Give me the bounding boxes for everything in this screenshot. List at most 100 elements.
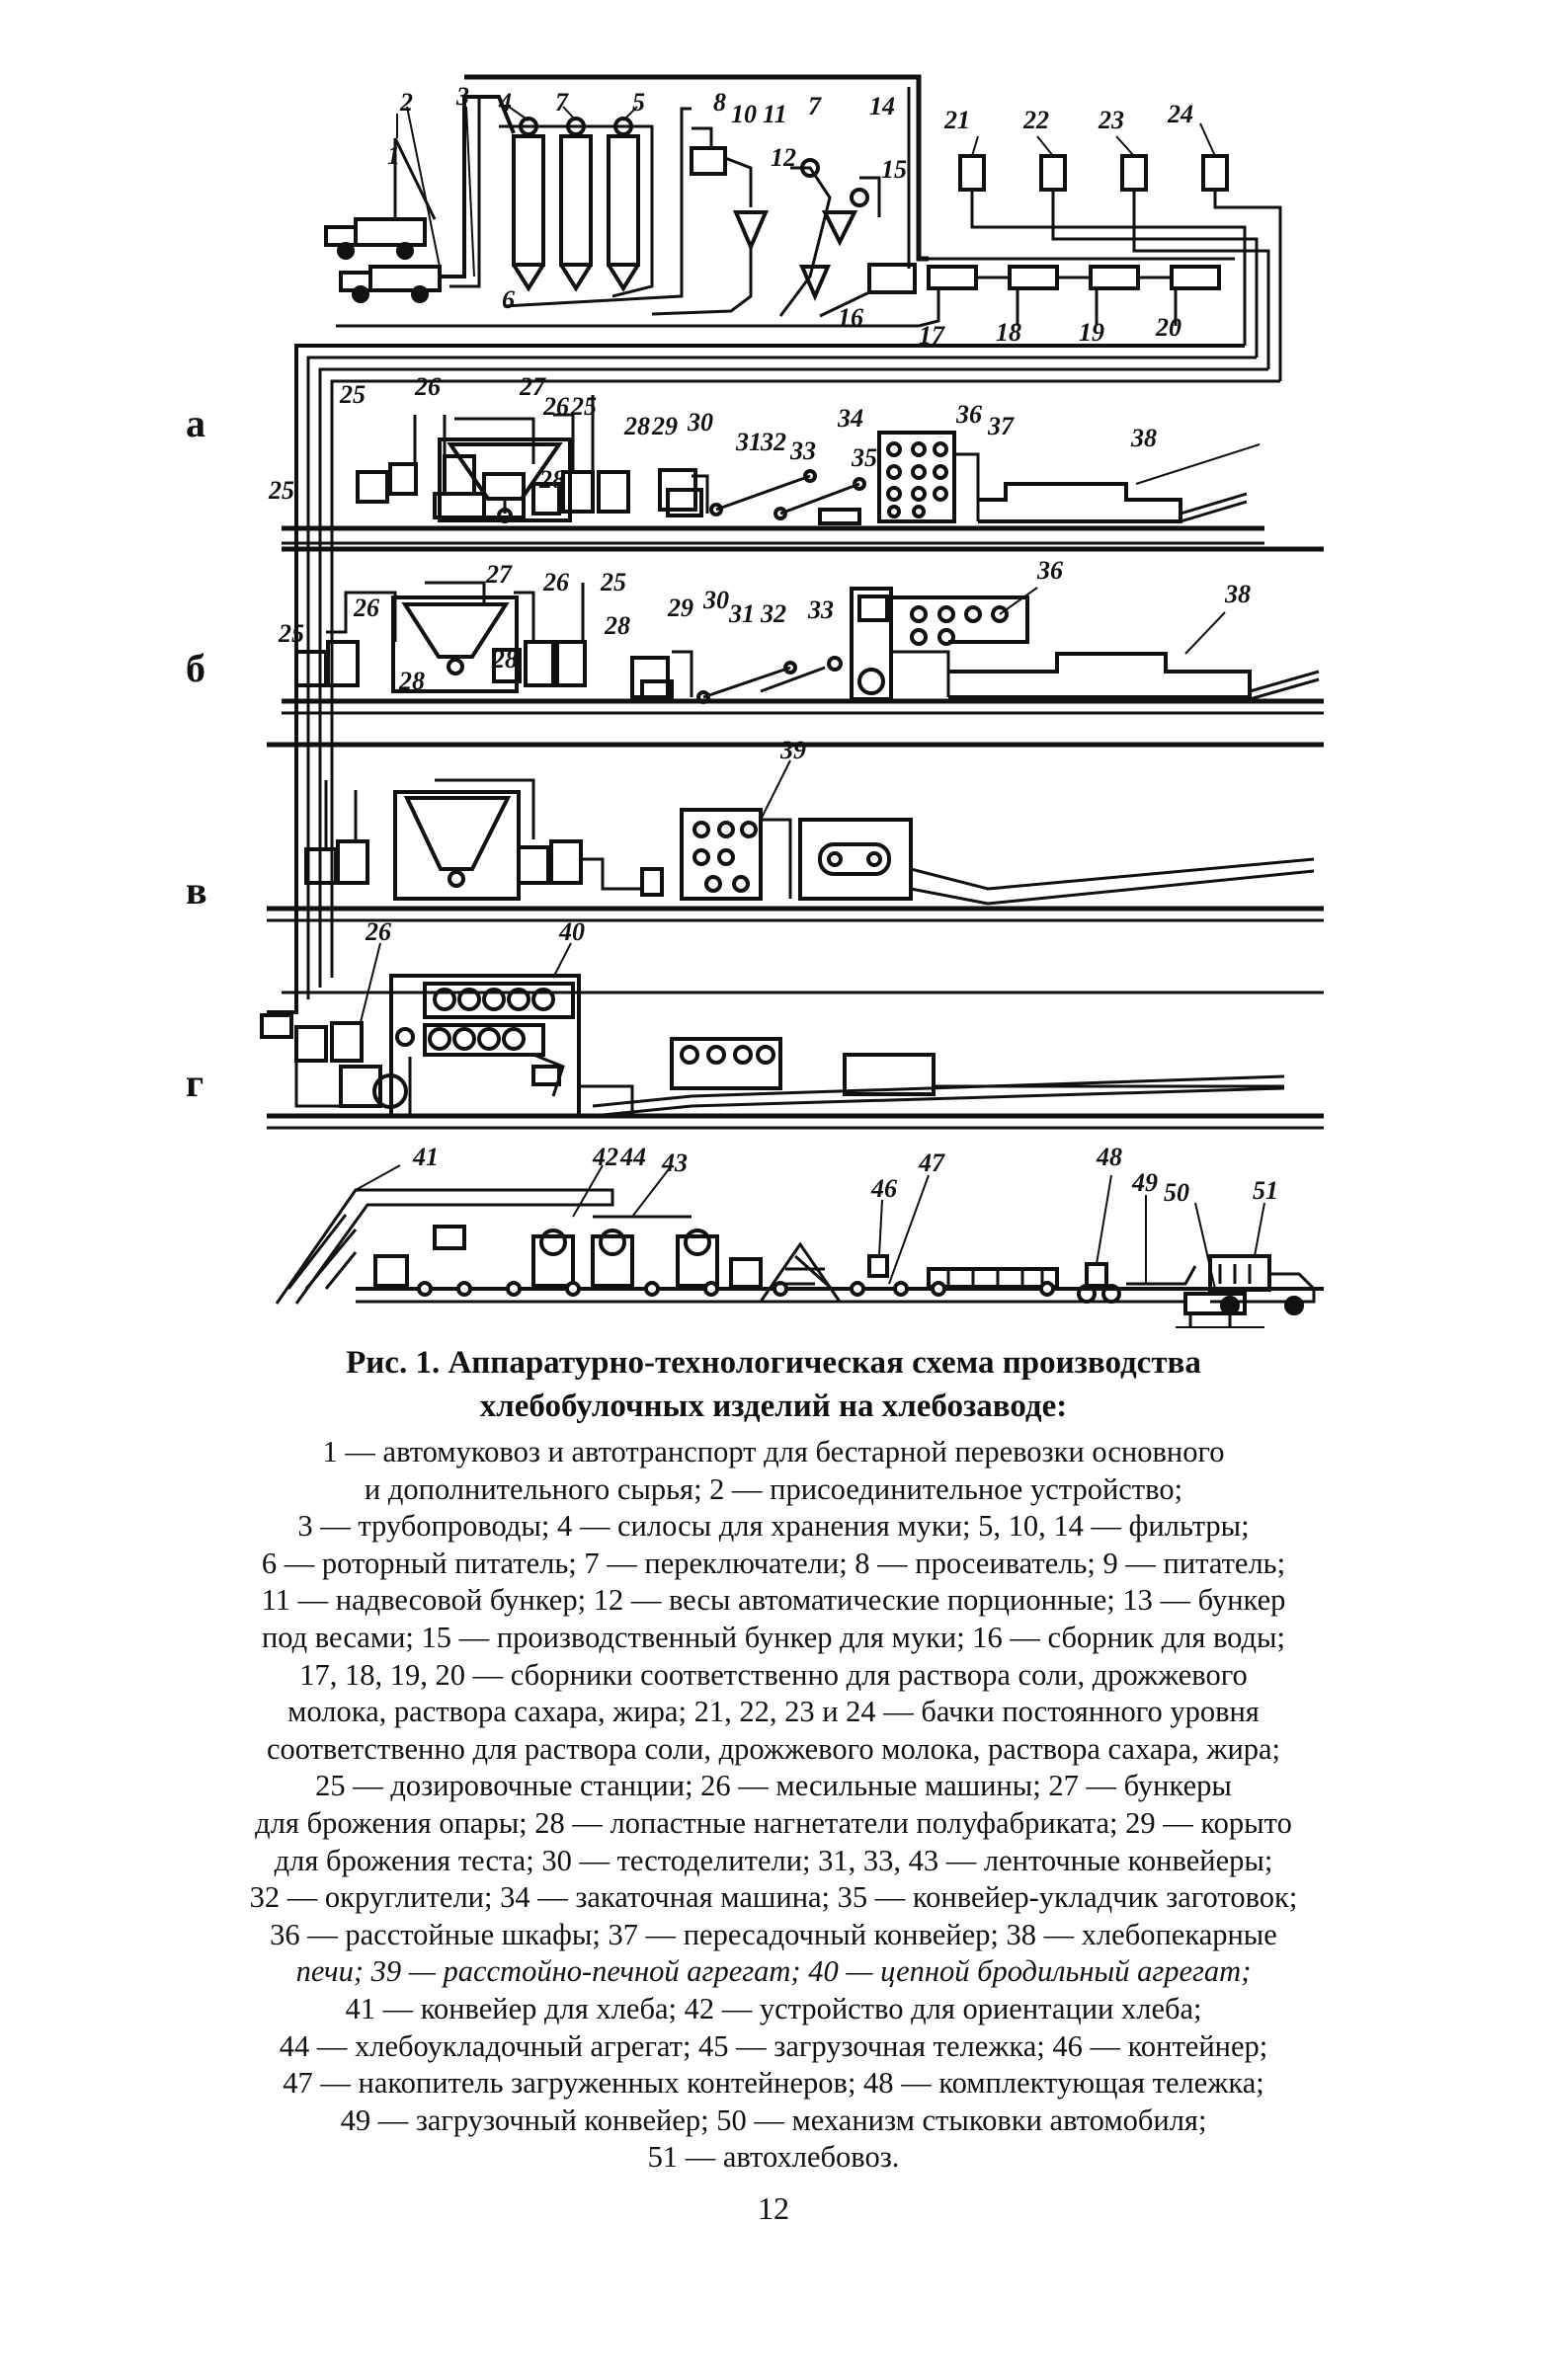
legend-line: 11 — надвесовой бункер; 12 — весы автома…	[261, 1583, 1286, 1618]
caption-title: Рис. 1. Аппаратурно-технологическая схем…	[148, 1341, 1399, 1428]
label-41: 41	[412, 1143, 439, 1171]
legend-line-italic: печи; 39 — расстойно-печной агрегат; 40 …	[295, 1954, 1252, 1989]
caption-title-line-1: Рис. 1. Аппаратурно-технологическая схем…	[346, 1345, 1201, 1381]
label-v-39: 39	[779, 736, 806, 764]
label-a-36: 36	[955, 400, 982, 429]
label-g-40: 40	[558, 917, 585, 946]
callout-numbers: 2 1 3 4 7 5 6 8 10 11 12 7 14 15 16 17 1…	[268, 82, 1278, 1207]
label-b-31: 31	[728, 599, 755, 628]
label-46: 46	[870, 1174, 897, 1203]
label-a-37: 37	[987, 412, 1015, 440]
label-20: 20	[1155, 313, 1181, 342]
scheme-drawing	[260, 74, 1324, 1328]
label-5: 5	[632, 88, 645, 117]
label-1: 1	[387, 141, 400, 170]
legend-line: и дополнительного сырья; 2 — присоединит…	[364, 1471, 1183, 1506]
row-letter-v: в	[186, 868, 207, 912]
figure-caption: Рис. 1. Аппаратурно-технологическая схем…	[148, 1341, 1399, 2177]
line-v	[267, 742, 1324, 922]
legend-line: 3 — трубопроводы; 4 — силосы для хранени…	[297, 1509, 1250, 1544]
label-49: 49	[1131, 1168, 1158, 1197]
label-24: 24	[1167, 100, 1193, 128]
label-18: 18	[996, 318, 1021, 347]
line-a	[282, 395, 1264, 545]
legend-line: 49 — загрузочный конвейер; 50 — механизм…	[340, 2102, 1207, 2137]
line-g	[260, 974, 1324, 1130]
label-a-35: 35	[851, 443, 877, 472]
row-letter-a: а	[186, 401, 205, 445]
label-a-32: 32	[760, 428, 786, 456]
legend-line: соответственно для раствора соли, дрожже…	[266, 1731, 1281, 1766]
label-a-27: 27	[519, 372, 546, 401]
legend-line: под весами; 15 — производственный бункер…	[261, 1620, 1286, 1654]
label-a-25b: 25	[268, 476, 294, 505]
legend-line: 47 — накопитель загруженных контейнеров;…	[283, 2066, 1264, 2101]
label-b-27: 27	[485, 560, 513, 589]
label-47: 47	[918, 1149, 945, 1177]
label-22: 22	[1022, 106, 1049, 134]
label-a-28: 28	[538, 465, 565, 494]
label-16: 16	[838, 303, 863, 332]
label-15: 15	[881, 155, 907, 184]
legend-line: 25 — дозировочные станции; 26 — месильны…	[315, 1769, 1232, 1803]
row-letter-b: б	[186, 646, 205, 690]
label-7a: 7	[555, 88, 569, 117]
label-10: 10	[731, 100, 757, 128]
label-g-26: 26	[365, 917, 391, 946]
legend-line: 32 — округлители; 34 — закаточная машина…	[249, 1880, 1298, 1915]
dispatch-line	[275, 1188, 1324, 1328]
row-letter-g: г	[186, 1061, 204, 1105]
label-b-28c: 28	[604, 611, 630, 640]
label-a-31: 31	[735, 428, 762, 456]
label-a-25c: 25	[570, 392, 597, 421]
label-21: 21	[943, 106, 970, 134]
caption-legend: 1 — автомуковоз и автотранспорт для бест…	[148, 1434, 1399, 2177]
label-b-26b: 26	[542, 568, 569, 596]
label-1-top: 2	[399, 88, 413, 117]
label-b-38: 38	[1224, 580, 1251, 608]
label-b-32: 32	[760, 599, 786, 628]
label-17: 17	[919, 321, 945, 350]
leader-lines	[355, 106, 1265, 1290]
label-a-33: 33	[789, 436, 816, 465]
label-48: 48	[1096, 1143, 1122, 1171]
row-letters: а б в г	[186, 401, 207, 1105]
label-a-30: 30	[687, 408, 713, 436]
page-number: 12	[758, 2190, 789, 2226]
label-51: 51	[1253, 1176, 1278, 1205]
label-50: 50	[1164, 1178, 1189, 1207]
label-4: 4	[498, 88, 512, 117]
legend-line: 17, 18, 19, 20 — сборники соответственно…	[299, 1657, 1248, 1692]
label-14: 14	[869, 92, 895, 120]
legend-line: для брожения опары; 28 — лопастные нагне…	[255, 1805, 1292, 1840]
label-11: 11	[763, 100, 787, 128]
label-19: 19	[1079, 318, 1104, 347]
legend-line: молока, раствора сахара, жира; 21, 22, 2…	[287, 1695, 1260, 1729]
label-a-34: 34	[837, 404, 863, 433]
label-b-30: 30	[702, 586, 729, 614]
legend-line: 51 — автохлебовоз.	[647, 2140, 900, 2175]
legend-line: 44 — хлебоукладочный агрегат; 45 — загру…	[279, 2028, 1268, 2063]
legend-line: 1 — автомуковоз и автотранспорт для бест…	[322, 1435, 1225, 1468]
label-b-36: 36	[1036, 556, 1063, 585]
label-23: 23	[1098, 106, 1124, 134]
label-12: 12	[771, 143, 796, 172]
label-42: 42	[592, 1143, 618, 1171]
label-a-29: 29	[651, 412, 678, 440]
label-b-28b: 28	[491, 645, 518, 674]
label-8: 8	[713, 88, 726, 117]
label-3: 3	[455, 82, 469, 111]
label-6: 6	[502, 285, 515, 314]
label-a-26: 26	[414, 372, 441, 401]
label-b-33: 33	[807, 595, 834, 624]
caption-title-line-2: хлебобулочных изделий на хлебозаводе:	[479, 1388, 1068, 1424]
legend-line: 36 — расстойные шкафы; 37 — пересадочный…	[270, 1917, 1277, 1951]
label-43: 43	[661, 1149, 688, 1177]
production-scheme-figure: а б в г 2 1 3 4 7 5 6 8 10 11 12 7 14 15…	[186, 74, 1324, 1328]
label-44: 44	[619, 1143, 646, 1171]
label-a-28b: 28	[623, 412, 650, 440]
label-b-25: 25	[600, 568, 626, 596]
label-b-26: 26	[353, 594, 379, 622]
line-b	[282, 546, 1324, 715]
legend-line: 6 — роторный питатель; 7 — переключатели…	[261, 1546, 1286, 1580]
